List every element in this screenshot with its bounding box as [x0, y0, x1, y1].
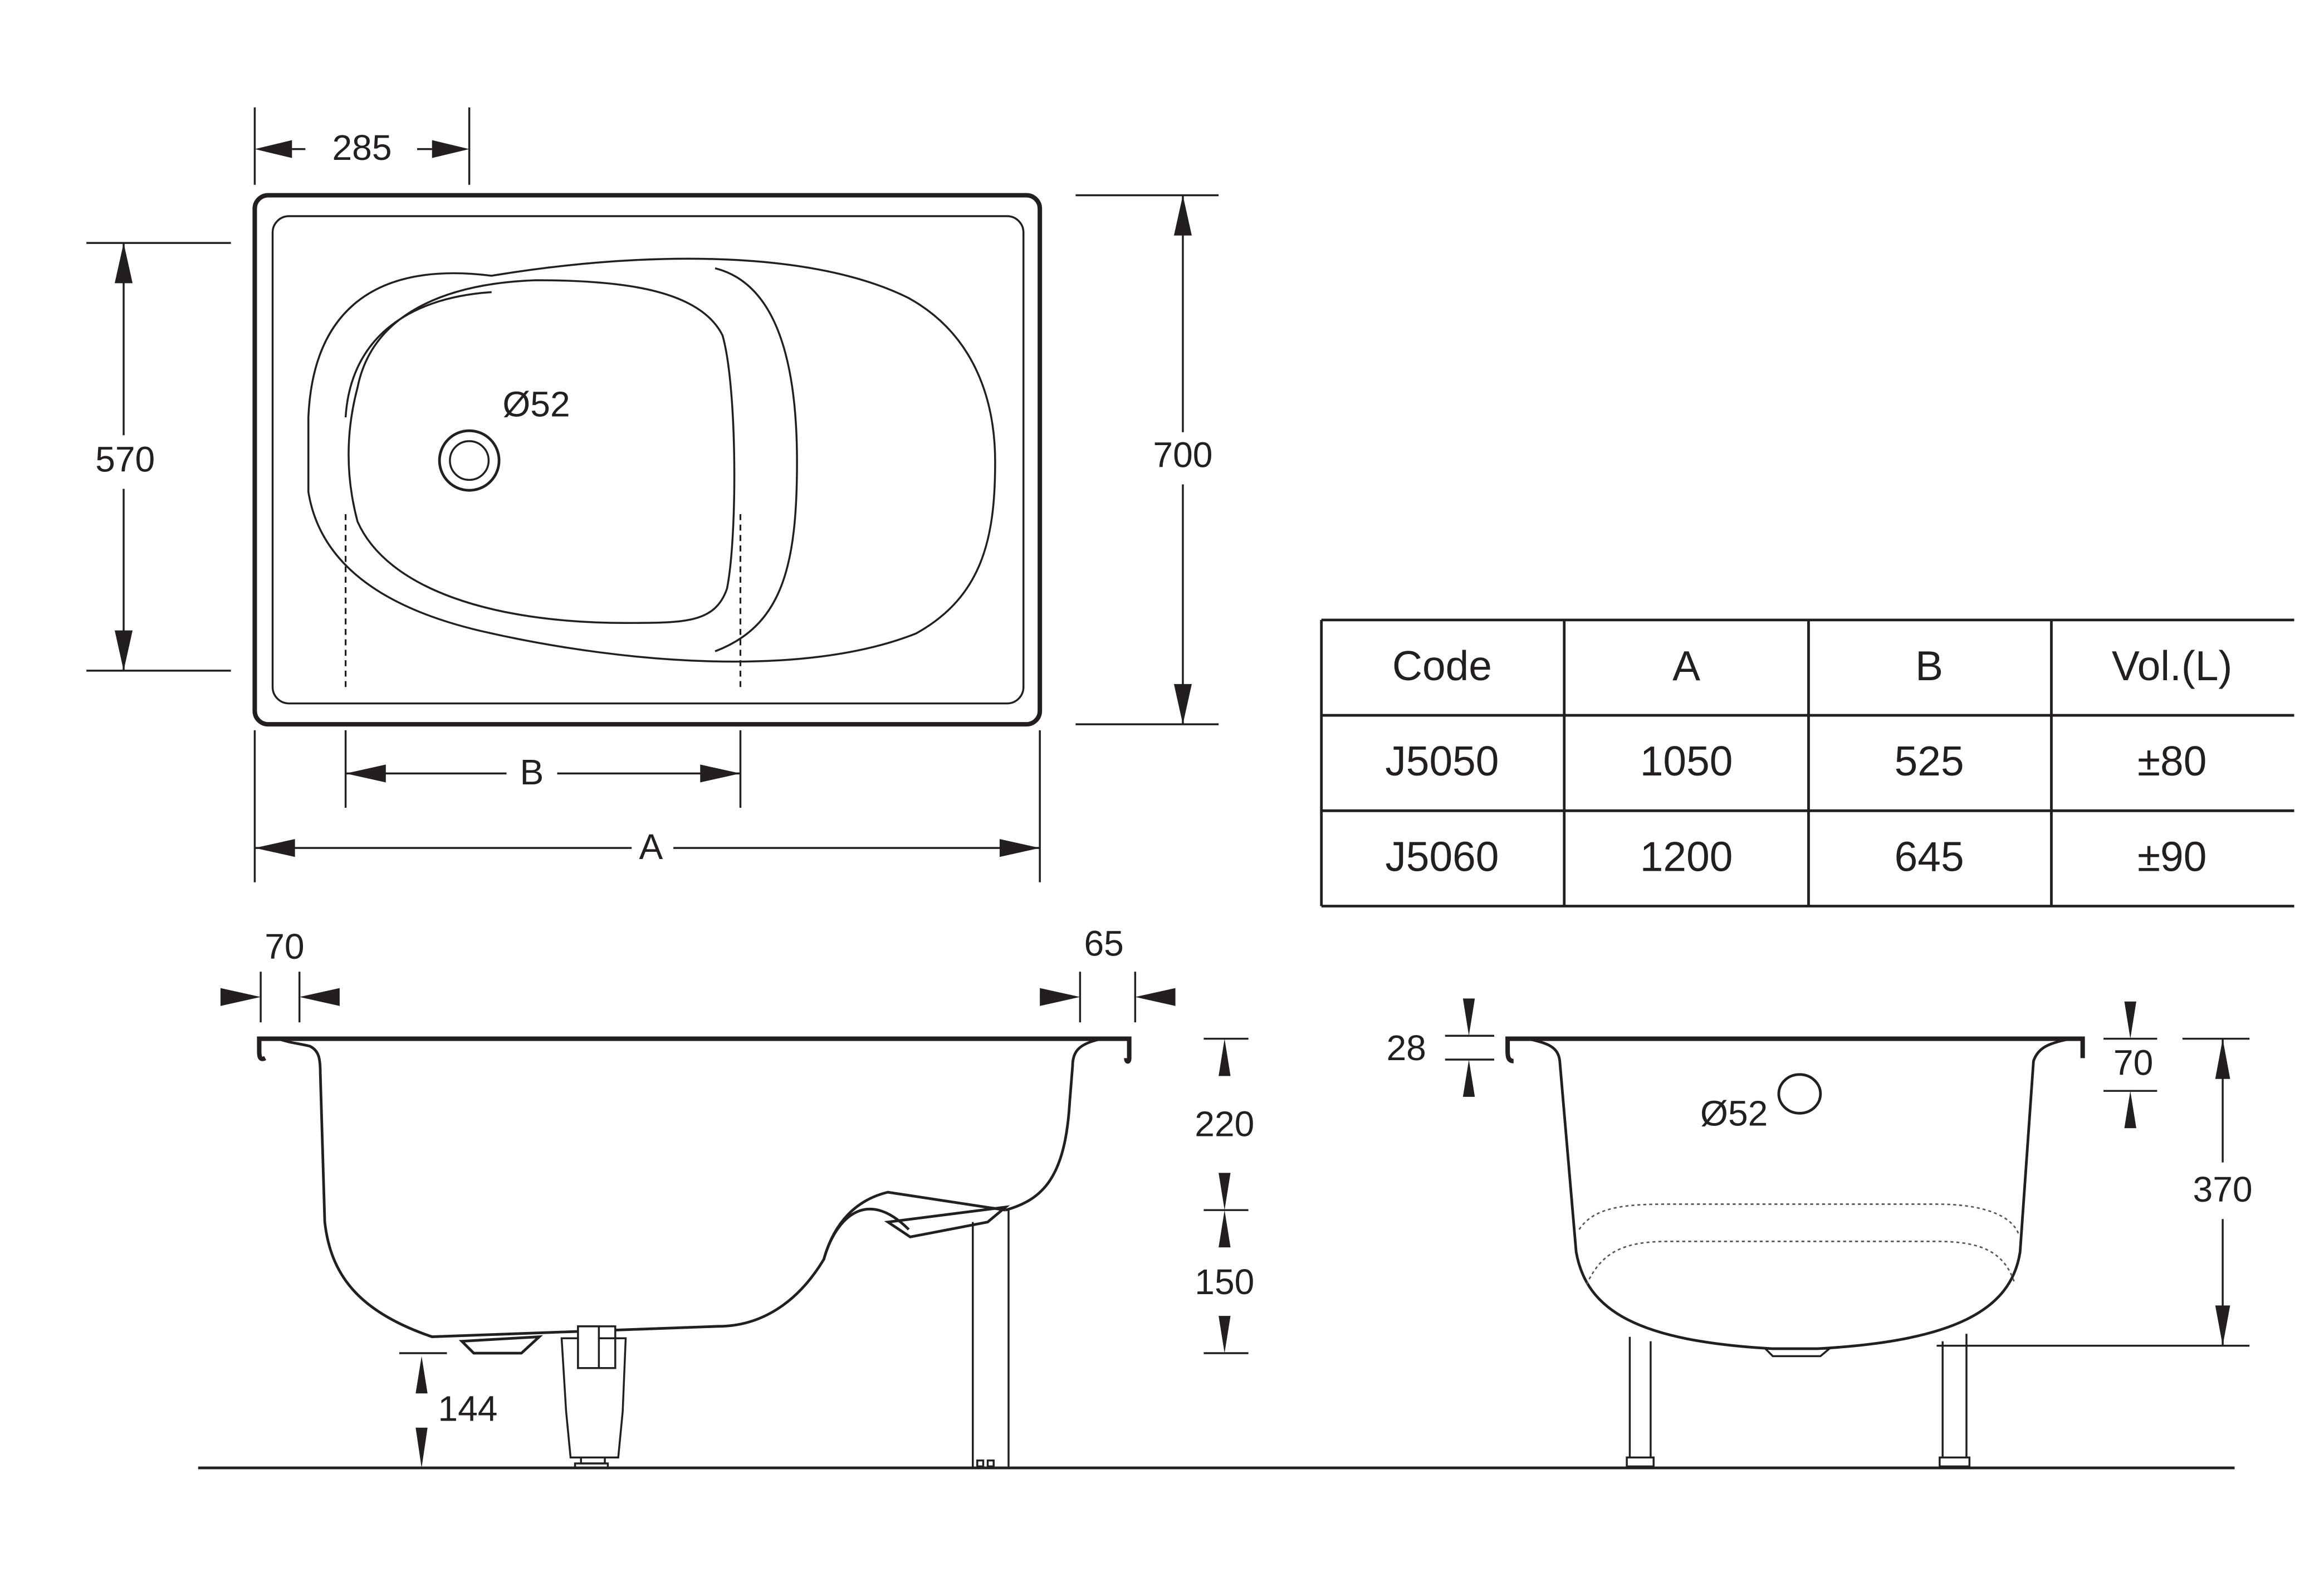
dim-700: 700: [1153, 435, 1212, 475]
overflow-diameter-label: Ø52: [1700, 1094, 1768, 1134]
seat-dotted-line: [1586, 1241, 2015, 1285]
dim-70-right: 70: [2113, 1043, 2153, 1083]
side-view: 70 65 220 150 144: [220, 924, 1254, 1469]
table-cell: J5050: [1385, 738, 1499, 784]
end-drain-outlet: [1763, 1348, 1832, 1358]
side-basin: [278, 1037, 1103, 1338]
drain-hole-inner: [449, 440, 490, 481]
table-header: Code: [1392, 642, 1492, 689]
seat-contour: [715, 267, 798, 652]
dim-570: 570: [95, 439, 155, 479]
drain-diameter-label: Ø52: [502, 384, 570, 424]
dim-28: 28: [1386, 1028, 1426, 1068]
dim-70-left: 70: [265, 926, 304, 967]
table-header: Vol.(L): [2112, 642, 2232, 689]
side-rim: [257, 1036, 1132, 1064]
tub-inner-rim: [271, 215, 1025, 705]
drain-hole: [438, 429, 501, 492]
dim-285: 285: [332, 128, 392, 168]
table-cell: 1200: [1640, 833, 1733, 880]
top-view: Ø52 285 570 700 B A: [86, 107, 1219, 882]
dim-220: 220: [1195, 1104, 1254, 1144]
dim-144: 144: [438, 1388, 497, 1428]
dim-a: A: [639, 827, 663, 867]
table-cell: 1050: [1640, 738, 1733, 784]
overflow-hole: [1777, 1073, 1822, 1115]
side-basin-wall: [822, 1190, 1006, 1260]
dimension-table: Code A B Vol.(L) J5050 1050 525 ±80 J506…: [1320, 618, 2294, 907]
seat-dotted-line: [1578, 1203, 2019, 1235]
dim-150: 150: [1195, 1262, 1254, 1302]
table-cell: J5060: [1385, 833, 1499, 880]
table-cell: ±90: [2137, 833, 2206, 880]
dim-370: 370: [2193, 1169, 2253, 1209]
dim-b: B: [520, 752, 544, 792]
table-header: A: [1672, 642, 1700, 689]
dim-65: 65: [1084, 924, 1123, 964]
table-header: B: [1915, 642, 1943, 689]
table-cell: 645: [1895, 833, 1964, 880]
end-view: Ø52 28 70 370: [1386, 998, 2253, 1468]
rim-contour-inner: [344, 291, 492, 418]
basin-outer-contour: [307, 257, 996, 663]
table-cell: ±80: [2137, 738, 2206, 784]
end-basin: [1526, 1037, 2071, 1350]
basin-floor-contour: [348, 279, 736, 624]
side-support-bracket: [884, 1205, 1010, 1238]
table-cell: 525: [1895, 738, 1964, 784]
end-rim: [1505, 1036, 2085, 1063]
drain-outlet: [458, 1335, 543, 1355]
tub-outer-rim: [252, 193, 1043, 727]
